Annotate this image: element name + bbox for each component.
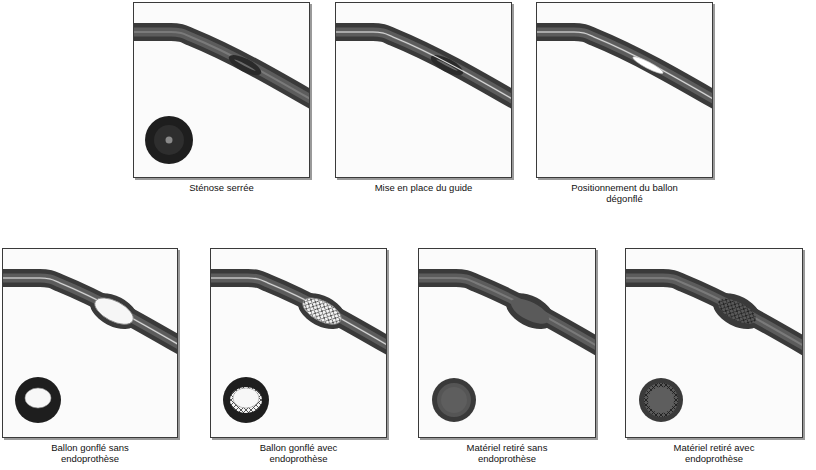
cross-section bbox=[223, 377, 269, 423]
inflated-balloon bbox=[91, 293, 137, 330]
artery bbox=[210, 278, 387, 347]
panel-illustration bbox=[131, 2, 314, 178]
inflated-balloon bbox=[299, 293, 345, 330]
artery-center bbox=[2, 278, 178, 347]
cross-section bbox=[145, 116, 193, 164]
artery-center bbox=[536, 32, 713, 101]
narrow-lumen bbox=[436, 59, 458, 72]
artery bbox=[335, 32, 512, 101]
panel-illustration bbox=[208, 248, 391, 438]
artery-wall bbox=[2, 278, 178, 347]
narrow-lumen bbox=[234, 59, 256, 72]
panel-illustration bbox=[416, 248, 600, 438]
step-panel: Positionnement du ballon dégonflé bbox=[536, 2, 713, 178]
artery-wall bbox=[418, 278, 596, 348]
artery-lumen bbox=[536, 32, 713, 101]
guide-wire bbox=[335, 32, 512, 101]
artery bbox=[536, 32, 713, 101]
dilated-lumen bbox=[507, 293, 553, 328]
artery-wall bbox=[536, 32, 713, 101]
artery-wall bbox=[210, 278, 387, 347]
panel-illustration bbox=[534, 2, 717, 178]
artery-center bbox=[418, 278, 596, 348]
artery-center bbox=[625, 278, 803, 348]
artery-lumen bbox=[625, 278, 803, 348]
step-caption: Matériel retiré avec endoprothèse bbox=[669, 442, 759, 464]
guide-wire bbox=[536, 32, 713, 101]
cross-section bbox=[639, 378, 683, 422]
stent bbox=[714, 293, 760, 328]
artery bbox=[625, 278, 803, 348]
artery-wall bbox=[133, 32, 310, 101]
step-panel: Sténose serrée bbox=[133, 2, 310, 178]
step-panel: Matériel retiré sans endoprothèse bbox=[418, 248, 596, 438]
artery-center bbox=[335, 32, 512, 101]
artery bbox=[418, 278, 596, 348]
artery-lumen bbox=[2, 278, 178, 347]
artery bbox=[133, 32, 310, 101]
panel-illustration bbox=[0, 248, 182, 438]
deflated-balloon bbox=[631, 54, 664, 75]
step-caption: Ballon gonflé avec endoprothèse bbox=[254, 442, 344, 464]
step-caption: Sténose serrée bbox=[137, 182, 307, 193]
cross-section bbox=[15, 377, 61, 423]
guide-wire bbox=[210, 278, 387, 347]
panel-illustration bbox=[623, 248, 807, 438]
step-caption: Matériel retiré sans endoprothèse bbox=[462, 442, 552, 464]
artery bbox=[2, 278, 178, 347]
artery-center bbox=[210, 278, 387, 347]
stenosis bbox=[226, 51, 264, 79]
artery-lumen bbox=[335, 32, 512, 101]
guide-wire bbox=[2, 278, 178, 347]
step-caption: Mise en place du guide bbox=[339, 182, 509, 193]
step-panel: Mise en place du guide bbox=[335, 2, 512, 178]
artery-wall bbox=[335, 32, 512, 101]
step-caption: Positionnement du ballon dégonflé bbox=[560, 182, 690, 204]
artery-wall bbox=[625, 278, 803, 348]
step-caption: Ballon gonflé sans endoprothèse bbox=[45, 442, 135, 464]
panel-illustration bbox=[333, 2, 516, 178]
artery-lumen bbox=[210, 278, 387, 347]
cross-section bbox=[432, 378, 476, 422]
artery-lumen bbox=[133, 32, 310, 101]
artery-lumen bbox=[418, 278, 596, 348]
artery-center bbox=[133, 32, 310, 101]
step-panel: Ballon gonflé avec endoprothèse bbox=[210, 248, 387, 438]
step-panel: Ballon gonflé sans endoprothèse bbox=[2, 248, 178, 438]
step-panel: Matériel retiré avec endoprothèse bbox=[625, 248, 803, 438]
